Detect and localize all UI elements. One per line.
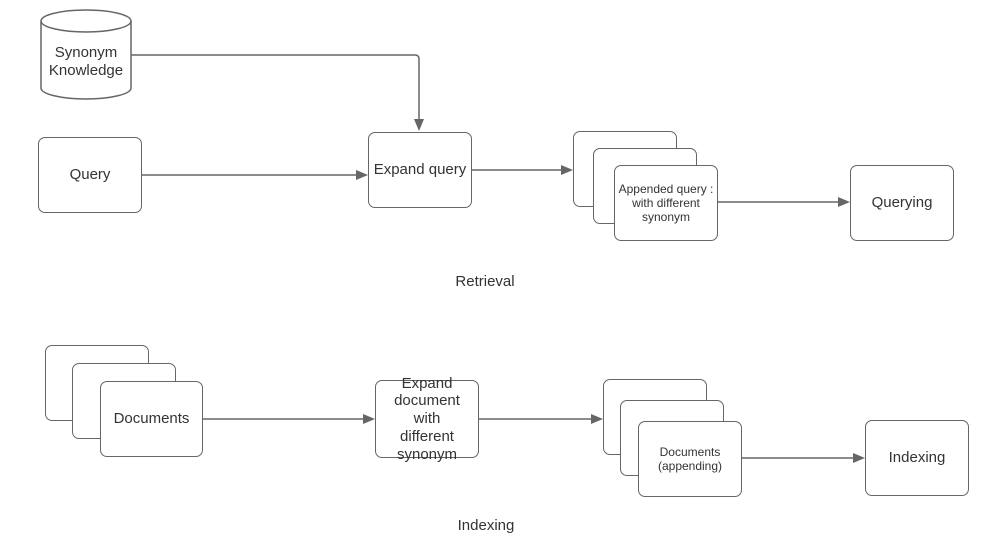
appended-query-node: Appended query : with different synonym <box>614 165 718 241</box>
expand-document-label: Expand document with different synonym <box>394 374 460 463</box>
arrowhead-right-icon <box>853 453 865 463</box>
connector-query-to-expand-query <box>142 170 368 180</box>
arrowhead-right-icon <box>591 414 603 424</box>
connector-expand-query-to-appended-query <box>472 165 573 175</box>
appended-query-label: Appended query : with different synonym <box>618 181 714 225</box>
arrowhead-right-icon <box>363 414 375 424</box>
arrowhead-down-icon <box>414 119 424 131</box>
querying-label: Querying <box>871 194 933 212</box>
connector-synonym-to-expand-query <box>131 54 424 131</box>
documents-appending-label: Documents (appending) <box>657 444 723 473</box>
connector-documents-to-expand-document <box>203 414 375 424</box>
documents-appending-node: Documents (appending) <box>638 421 742 497</box>
expand-query-node: Expand query <box>368 132 472 208</box>
arrowhead-right-icon <box>561 165 573 175</box>
synonym-knowledge-label: Synonym Knowledge <box>48 44 124 79</box>
arrowhead-right-icon <box>356 170 368 180</box>
indexing-node: Indexing <box>865 420 969 496</box>
documents-node: Documents <box>100 381 203 457</box>
query-label: Query <box>69 166 111 184</box>
arrowhead-right-icon <box>838 197 850 207</box>
documents-label: Documents <box>113 410 190 428</box>
connector-appended-query-to-querying <box>718 197 850 207</box>
connector-expand-document-to-documents-appending <box>478 414 603 424</box>
indexing-section-text: Indexing <box>457 517 515 535</box>
connector-documents-appending-to-indexing <box>742 453 865 463</box>
retrieval-section-label: Retrieval <box>415 273 555 291</box>
expand-query-label: Expand query <box>373 161 467 179</box>
database-cylinder-icon <box>40 9 132 100</box>
query-node: Query <box>38 137 142 213</box>
retrieval-section-text: Retrieval <box>455 273 515 291</box>
synonym-knowledge-node: Synonym Knowledge <box>41 33 131 91</box>
indexing-label: Indexing <box>888 449 946 467</box>
querying-node: Querying <box>850 165 954 241</box>
indexing-section-label: Indexing <box>416 517 556 535</box>
expand-document-node: Expand document with different synonym <box>375 375 479 463</box>
